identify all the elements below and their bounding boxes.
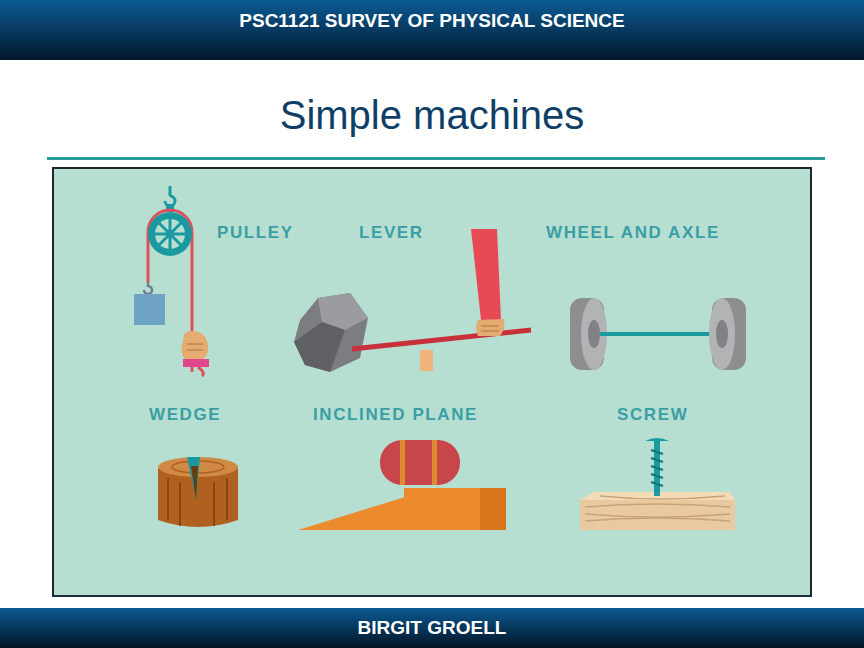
band-text: PSC1121 SURVEY OF PHYSICAL SCIENCE (239, 10, 624, 32)
band-text: BIRGIT GROELL (358, 617, 507, 639)
machine-label: SCREW (617, 405, 688, 425)
machine-label: WHEEL AND AXLE (546, 223, 720, 243)
machine-label: INCLINED PLANE (313, 405, 478, 425)
header-band: PSC1121 SURVEY OF PHYSICAL SCIENCE (0, 0, 864, 42)
footer-band: BIRGIT GROELL (0, 608, 864, 648)
machine-label: WEDGE (149, 405, 221, 425)
machine-label: PULLEY (217, 223, 294, 243)
slide-title: Simple machines (0, 93, 864, 138)
machine-label: LEVER (359, 223, 424, 243)
